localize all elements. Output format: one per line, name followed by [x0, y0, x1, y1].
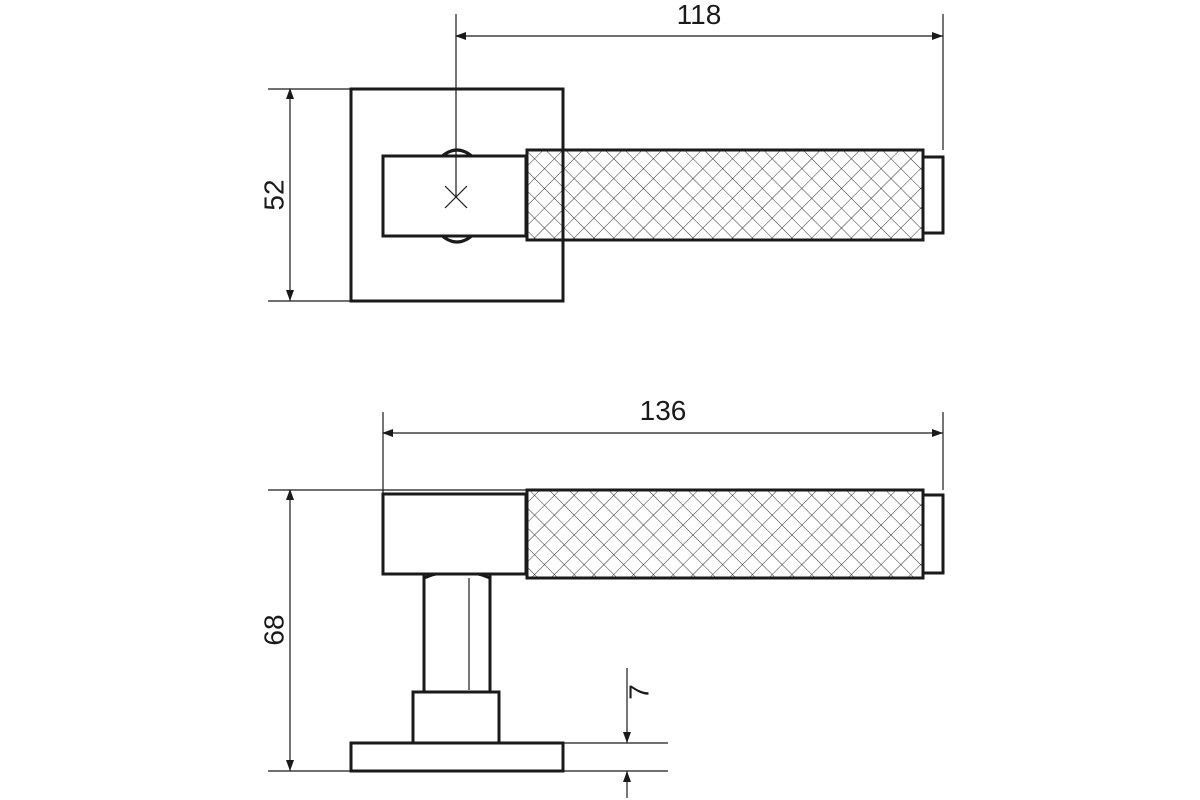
end-cap	[921, 155, 945, 235]
dimension-52: 52	[258, 179, 289, 210]
dimension-136: 136	[640, 395, 687, 426]
dimension-7: 7	[623, 684, 654, 700]
bushing	[411, 690, 501, 745]
dimension-118: 118	[677, 0, 722, 30]
shank	[422, 571, 492, 694]
knurled-grip	[525, 488, 925, 580]
top-view: 118 52	[258, 0, 945, 303]
rose-base	[349, 741, 565, 773]
side-view: 136 68 7	[258, 395, 945, 798]
knurled-grip	[525, 148, 925, 242]
axis-mark	[444, 185, 468, 209]
lever-base	[381, 492, 528, 576]
dimension-68: 68	[258, 614, 289, 645]
end-cap	[921, 493, 945, 575]
